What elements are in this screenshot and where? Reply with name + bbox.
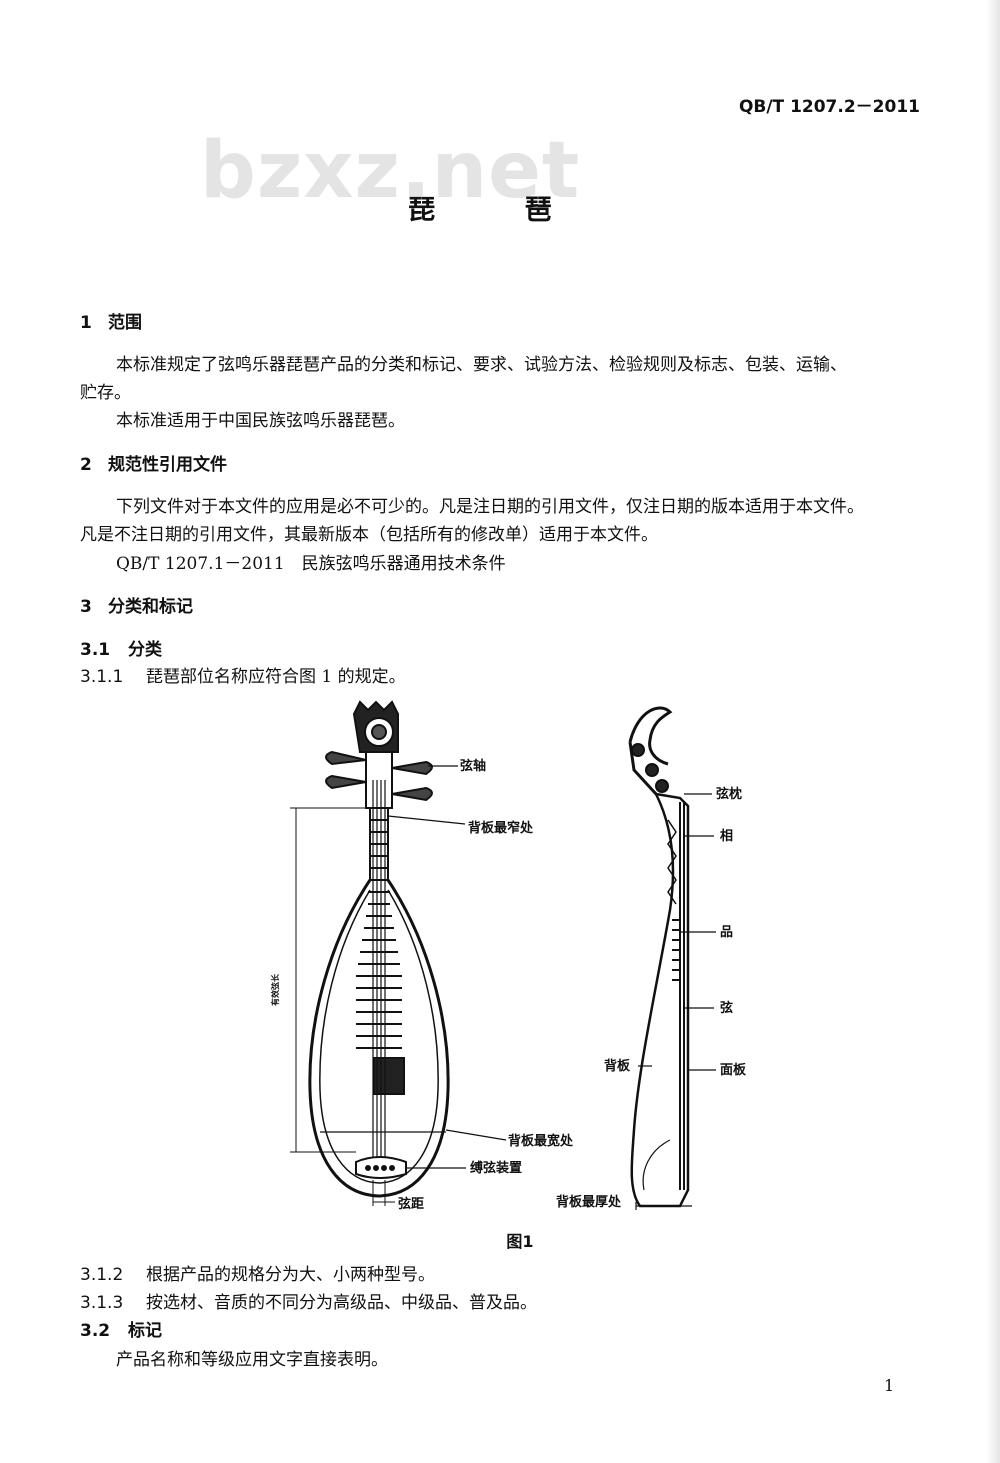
label-back-plate: 背板 xyxy=(604,1058,631,1074)
string-holder xyxy=(355,1156,407,1179)
section-3-1-heading: 3.1 分类 xyxy=(80,635,162,660)
clause-number: 3.1.2 xyxy=(80,1265,124,1285)
section-2-paragraph-line-1: 下列文件对于本文件的应用是必不可少的。凡是注日期的引用文件，仅注日期的版本适用于… xyxy=(116,497,864,517)
section-1-paragraph-2: 本标准适用于中国民族弦鸣乐器琵琶。 xyxy=(116,411,405,431)
label-back-widest: 背板最宽处 xyxy=(508,1133,574,1149)
page-edge-shadow xyxy=(986,0,1000,1463)
label-nut: 弦枕 xyxy=(716,786,742,802)
section-title: 范围 xyxy=(108,313,142,333)
page-number: 1 xyxy=(884,1376,895,1395)
string-spacing-dimension xyxy=(372,1180,395,1206)
section-1-heading: 1 范围 xyxy=(80,308,142,333)
effective-length-dimension xyxy=(290,807,370,1153)
label-sound-board: 面板 xyxy=(720,1062,747,1078)
section-3-heading: 3 分类和标记 xyxy=(80,592,193,617)
figure-caption: 图1 xyxy=(506,1232,534,1251)
clause-text: 琵琶部位名称应符合图 1 的规定。 xyxy=(146,667,406,687)
front-leader-lines xyxy=(320,765,507,1169)
label-tuning-peg: 弦轴 xyxy=(460,758,486,774)
section-1-paragraph-1-line-2: 贮存。 xyxy=(80,383,131,403)
label-string: 弦 xyxy=(720,1000,733,1016)
clause-text: 按选材、音质的不同分为高级品、中级品、普及品。 xyxy=(146,1293,537,1313)
label-pin: 品 xyxy=(720,925,733,940)
section-3-2-paragraph: 产品名称和等级应用文字直接表明。 xyxy=(116,1350,388,1370)
section-number: 3.2 xyxy=(80,1321,111,1341)
section-title: 规范性引用文件 xyxy=(108,455,227,475)
standard-code: QB/T 1207.2－2011 xyxy=(738,97,920,117)
label-string-holder: 缚弦装置 xyxy=(470,1160,522,1176)
section-number: 3 xyxy=(80,597,92,617)
section-number: 1 xyxy=(80,313,92,333)
pipa-head xyxy=(352,700,399,809)
label-string-spacing: 弦距 xyxy=(398,1196,424,1212)
clause-text: 根据产品的规格分为大、小两种型号。 xyxy=(146,1265,435,1285)
section-number: 2 xyxy=(80,455,92,475)
section-title: 分类 xyxy=(128,640,162,660)
label-effective-length: 有效弦长 xyxy=(270,973,280,1006)
clause-3-1-1: 3.1.1 琵琶部位名称应符合图 1 的规定。 xyxy=(80,662,406,687)
clause-3-1-2: 3.1.2 根据产品的规格分为大、小两种型号。 xyxy=(80,1260,435,1285)
clause-number: 3.1.3 xyxy=(80,1293,124,1313)
section-number: 3.1 xyxy=(80,640,111,660)
clause-3-1-3: 3.1.3 按选材、音质的不同分为高级品、中级品、普及品。 xyxy=(80,1288,537,1313)
section-3-2-heading: 3.2 标记 xyxy=(80,1316,162,1341)
pipa-sound-area xyxy=(373,1057,405,1095)
pipa-strings xyxy=(372,780,386,1168)
normative-reference: QB/T 1207.1－2011 民族弦鸣乐器通用技术条件 xyxy=(116,554,506,574)
label-back-narrowest: 背板最窄处 xyxy=(468,820,534,836)
clause-number: 3.1.1 xyxy=(80,667,124,687)
section-2-paragraph-line-2: 凡是不注日期的引用文件，其最新版本（包括所有的修改单）适用于本文件。 xyxy=(80,525,658,545)
section-1-paragraph-1-line-1: 本标准规定了弦鸣乐器琵琶产品的分类和标记、要求、试验方法、检验规则及标志、包装、… xyxy=(116,355,847,375)
side-leader-lines xyxy=(635,793,716,1210)
figure-1: 弦轴 背板最窄处 背板最宽处 缚弦装置 弦距 弦枕 相 品 弦 背板 面板 背板… xyxy=(260,690,800,1230)
label-back-thickest: 背板最厚处 xyxy=(556,1194,622,1210)
pipa-body xyxy=(308,879,450,1198)
watermark: bzxz.net xyxy=(200,126,581,216)
pipa-side-view xyxy=(628,706,690,1208)
section-2-heading: 2 规范性引用文件 xyxy=(80,450,227,475)
tuning-pegs xyxy=(325,750,433,802)
section-title: 分类和标记 xyxy=(108,597,193,617)
pipa-diagram: 弦轴 背板最窄处 背板最宽处 缚弦装置 弦距 弦枕 相 品 弦 背板 面板 背板… xyxy=(270,700,747,1212)
label-xiang: 相 xyxy=(720,828,733,844)
document-title: 琵 琶 xyxy=(408,195,592,226)
section-title: 标记 xyxy=(128,1321,162,1341)
